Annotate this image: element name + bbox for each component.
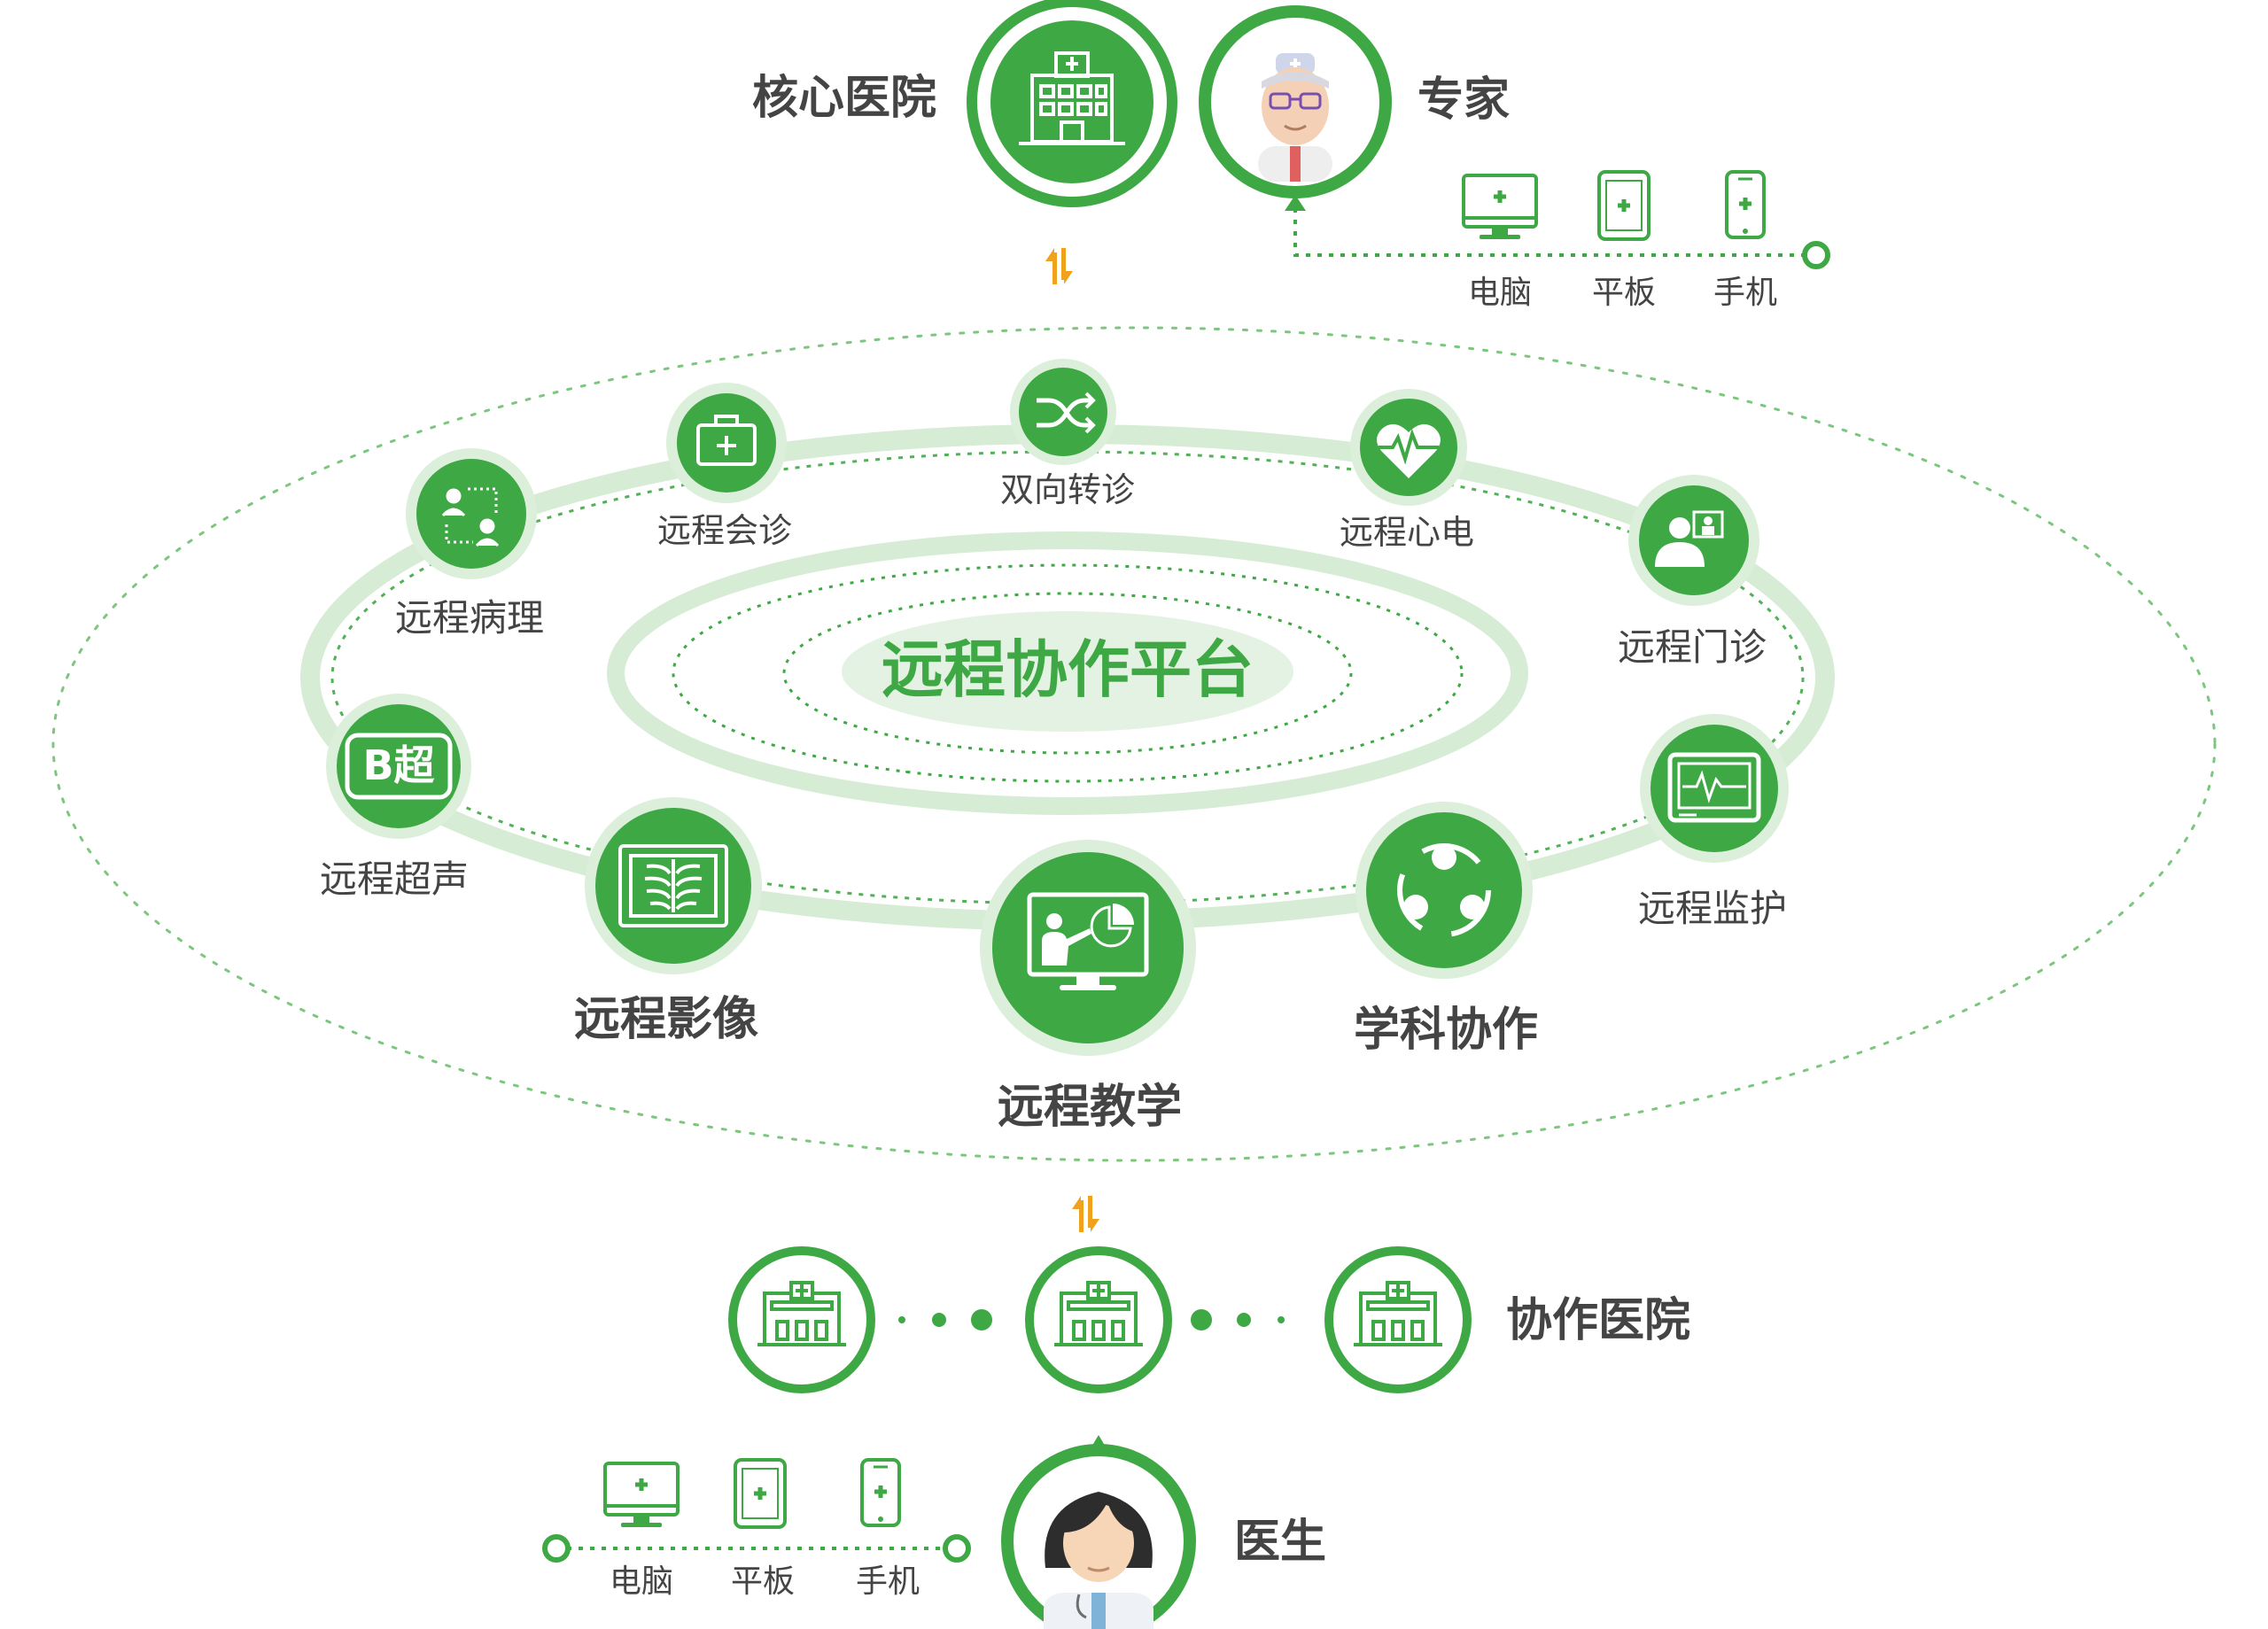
outer-scope-ellipse xyxy=(51,326,2217,1162)
doctor-device-phone[interactable]: 手机 xyxy=(856,1458,920,1600)
service-node-ultrasound[interactable]: B超 xyxy=(326,694,471,839)
doctor-avatar-icon xyxy=(1044,1492,1153,1629)
phone-icon xyxy=(1725,170,1766,239)
medical-kit-icon xyxy=(696,415,757,466)
hospital-icon xyxy=(757,1281,846,1346)
desktop-monitor-icon xyxy=(603,1462,680,1527)
doctor-connector-start-dot xyxy=(542,1534,571,1563)
service-label-monitoring: 远程监护 xyxy=(1638,887,1787,930)
tablet-icon xyxy=(734,1458,787,1529)
partner-hospital-label: 协作医院 xyxy=(1506,1294,1690,1347)
b-ultrasound-icon: B超 xyxy=(345,733,453,800)
service-label-consultation: 远程会诊 xyxy=(657,511,792,550)
doctor-label: 医生 xyxy=(1234,1516,1326,1569)
core-hospital-node[interactable] xyxy=(967,0,1177,207)
doctor-device-desktop[interactable]: 电脑 xyxy=(603,1462,680,1600)
partner-hospital-node-1[interactable] xyxy=(728,1246,875,1393)
service-node-teaching[interactable] xyxy=(980,840,1196,1056)
service-label-ecg: 远程心电 xyxy=(1340,513,1474,552)
hospital-building-icon xyxy=(1019,51,1125,145)
expert-avatar-icon xyxy=(1258,53,1332,182)
expert-device-connector xyxy=(1293,208,1803,257)
expert-device-desktop[interactable]: 电脑 xyxy=(1462,174,1538,311)
people-network-icon xyxy=(441,487,500,547)
vital-monitor-icon xyxy=(1667,752,1761,823)
platform-center-title: 远程协作平台 xyxy=(882,633,1254,706)
core-hospital-label: 核心医院 xyxy=(752,72,936,125)
doctor-connector-end-dot xyxy=(943,1534,971,1563)
expert-node[interactable] xyxy=(1199,5,1392,211)
service-node-ecg[interactable] xyxy=(1350,389,1467,506)
service-label-pathology: 远程病理 xyxy=(395,596,544,640)
heart-pulse-icon xyxy=(1377,423,1441,478)
service-label-imaging: 远程影像 xyxy=(574,993,758,1046)
exchange-arrows-icon-bottom xyxy=(1072,1196,1099,1232)
expert-device-tablet[interactable]: 平板 xyxy=(1592,170,1656,311)
phone-icon xyxy=(860,1458,901,1527)
service-node-referral[interactable] xyxy=(1010,359,1116,465)
tablet-icon xyxy=(1597,170,1651,241)
xray-film-icon xyxy=(618,844,728,927)
expert-device-phone[interactable]: 手机 xyxy=(1713,170,1777,311)
doctor-device-tablet[interactable]: 平板 xyxy=(731,1458,795,1600)
service-node-pathology[interactable] xyxy=(406,448,537,579)
presentation-screen-icon xyxy=(1027,892,1149,990)
doctor-device-phone-label: 手机 xyxy=(856,1563,920,1600)
hospital-icon xyxy=(1054,1281,1143,1346)
video-doctor-icon xyxy=(1655,510,1724,567)
partner-hospital-node-3[interactable] xyxy=(1324,1246,1472,1393)
doctor-device-desktop-label: 电脑 xyxy=(610,1563,673,1600)
doctor-node[interactable] xyxy=(1001,1435,1196,1629)
expert-label: 专家 xyxy=(1418,74,1510,127)
exchange-arrows-icon-top xyxy=(1045,248,1073,284)
desktop-monitor-icon xyxy=(1462,174,1538,239)
service-node-imaging[interactable] xyxy=(585,797,762,974)
center-ring-dotted-inner xyxy=(782,592,1353,755)
collaboration-cycle-icon xyxy=(1397,843,1491,937)
service-label-referral: 双向转诊 xyxy=(1000,470,1135,509)
svg-text:B超: B超 xyxy=(362,741,435,789)
expert-device-tablet-label: 平板 xyxy=(1592,275,1656,311)
expert-device-desktop-label: 电脑 xyxy=(1468,275,1532,311)
service-label-discipline: 学科协作 xyxy=(1354,1004,1538,1057)
shuffle-arrows-icon xyxy=(1037,392,1096,434)
hospital-ellipsis-dots-right xyxy=(1191,1309,1285,1330)
service-label-teaching: 远程教学 xyxy=(998,1081,1182,1134)
service-label-ultrasound: 远程超声 xyxy=(320,857,469,901)
expert-connector-end-dot xyxy=(1802,241,1830,269)
hospital-ellipsis-dots-left xyxy=(898,1309,992,1330)
center-core xyxy=(842,611,1293,732)
service-node-outpatient[interactable] xyxy=(1628,475,1759,606)
service-node-discipline[interactable] xyxy=(1355,802,1533,979)
service-label-outpatient: 远程门诊 xyxy=(1618,625,1767,669)
service-node-monitoring[interactable] xyxy=(1640,714,1789,863)
hospital-icon xyxy=(1354,1281,1442,1346)
expert-device-phone-label: 手机 xyxy=(1713,275,1777,311)
service-node-consultation[interactable] xyxy=(666,383,787,503)
center-ring-dotted xyxy=(672,563,1464,783)
partner-hospital-node-2[interactable] xyxy=(1025,1246,1172,1393)
center-ring-outer xyxy=(607,531,1528,815)
doctor-device-tablet-label: 平板 xyxy=(731,1563,795,1600)
